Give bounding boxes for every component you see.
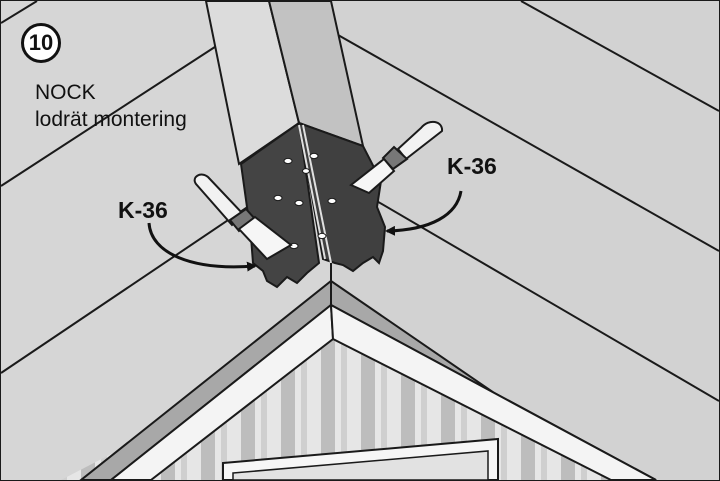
curved-arrow-icon [147, 222, 257, 272]
step-number-badge: 10 [21, 23, 61, 63]
title-mounting: lodrät montering [35, 108, 187, 131]
screw-hole [302, 168, 310, 174]
putty-knife-icon [349, 120, 443, 195]
product-label-right: K-36 [447, 153, 497, 179]
window-glass [232, 450, 489, 480]
screw-hole [294, 199, 304, 207]
screw-hole [283, 157, 293, 165]
screw-hole [309, 152, 319, 160]
putty-knife-icon [193, 173, 293, 261]
screw-hole [317, 232, 327, 240]
step-number: 10 [28, 30, 54, 55]
roof-right-panel [331, 1, 719, 480]
curved-arrow-icon [385, 190, 463, 236]
product-label-left: K-36 [118, 197, 168, 223]
bracket-screw-holes [273, 152, 337, 250]
title-nock: NOCK [35, 81, 96, 104]
screw-hole [327, 197, 337, 205]
screw-hole [273, 194, 283, 202]
trim-right-band [329, 303, 657, 480]
